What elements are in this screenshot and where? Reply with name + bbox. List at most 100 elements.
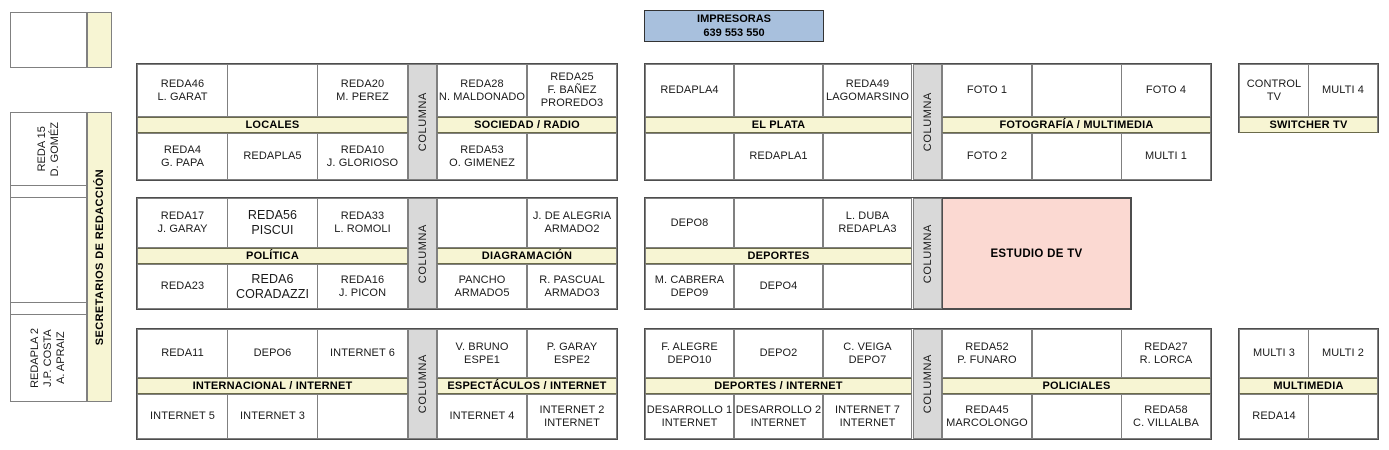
cell-multimedia-bottom-2[interactable] [1308, 394, 1378, 439]
cell-line-1: REDA28 [460, 77, 504, 90]
cell-reda14[interactable]: REDA14 [1239, 394, 1309, 439]
cell-deportes-top-2[interactable] [734, 198, 823, 248]
columna-strip-row3-left: COLUMNA [408, 329, 437, 439]
sidebar-top-band [87, 12, 112, 68]
cell-depo2[interactable]: DEPO2 [734, 329, 823, 378]
cell-line-2: PISCUI [251, 223, 294, 237]
cell-line-1: REDA16 [340, 273, 385, 286]
cell-deportes-bottom-3[interactable] [823, 264, 912, 309]
cell-policiales-top-2[interactable] [1032, 329, 1122, 378]
cell-reda11[interactable]: REDA11 [137, 329, 228, 378]
cell-line-1: REDA25 [550, 71, 594, 83]
cell-internet-4[interactable]: INTERNET 4 [437, 394, 527, 439]
cell-multi-3[interactable]: MULTI 3 [1239, 329, 1309, 378]
band-label: MULTIMEDIA [1273, 380, 1344, 392]
cell-line-1: INTERNET 2 [539, 403, 605, 416]
band-label: DEPORTES [747, 250, 810, 262]
cell-elplata-bottom-3[interactable] [823, 133, 912, 180]
cell-line-2: MARCOLONGO [946, 416, 1028, 429]
cell-depo8[interactable]: DEPO8 [645, 198, 734, 248]
cell-foto-2[interactable]: FOTO 2 [942, 133, 1032, 180]
cell-reda23[interactable]: REDA23 [137, 264, 228, 309]
columna-strip-row2-right: COLUMNA [913, 198, 942, 309]
cell-foto-1[interactable]: FOTO 1 [942, 64, 1032, 117]
cell-line-1: REDA58 [1144, 403, 1188, 416]
cell-line-2: F. BAÑEZ [547, 84, 597, 96]
cell-foto-top-2[interactable] [1032, 64, 1122, 117]
cell-internet-6[interactable]: INTERNET 6 [317, 329, 408, 378]
cell-line-1: DESARROLLO 2 [735, 403, 822, 416]
sidebar-top-empty-cell[interactable] [10, 12, 87, 68]
cell-multi-2[interactable]: MULTI 2 [1308, 329, 1378, 378]
cell-line-3: PROREDO3 [540, 97, 604, 109]
cell-line-1: MULTI 1 [1144, 150, 1188, 162]
cell-foto-bottom-2[interactable] [1032, 133, 1122, 180]
cell-line-2: INTERNET [839, 416, 896, 429]
band-politica: POLÍTICA [137, 248, 408, 264]
cell-line-1: REDA52 [965, 340, 1009, 353]
cell-locales-top-2[interactable] [227, 64, 318, 117]
cell-policiales-bottom-2[interactable] [1032, 394, 1122, 439]
sidebar-reda15-l2: D. GOMÉZ [48, 121, 61, 177]
cell-internacional-bottom-3[interactable] [317, 394, 408, 439]
cell-line-1: R. PASCUAL [539, 273, 605, 286]
estudio-de-tv-block[interactable]: ESTUDIO DE TV [942, 198, 1131, 309]
cell-redapla1[interactable]: REDAPLA1 [734, 133, 823, 180]
band-locales: LOCALES [137, 117, 408, 133]
cell-diagramacion-top-1[interactable] [437, 198, 527, 248]
cell-elplata-bottom-1[interactable] [645, 133, 734, 180]
cell-redapla4[interactable]: REDAPLA4 [645, 64, 734, 117]
cell-multi-4[interactable]: MULTI 4 [1308, 64, 1378, 117]
cell-internet-5[interactable]: INTERNET 5 [137, 394, 228, 439]
cell-control-tv[interactable]: CONTROL TV [1239, 64, 1309, 117]
cell-multi-1[interactable]: MULTI 1 [1121, 133, 1211, 180]
cell-depo6[interactable]: DEPO6 [227, 329, 318, 378]
cell-redapla5[interactable]: REDAPLA5 [227, 133, 318, 180]
cell-line-1: REDAPLA5 [243, 150, 302, 162]
cell-sociedad-bottom-2[interactable] [527, 133, 617, 180]
cell-elplata-top-2[interactable] [734, 64, 823, 117]
cell-depo4[interactable]: DEPO4 [734, 264, 823, 309]
cell-foto-4[interactable]: FOTO 4 [1121, 64, 1211, 117]
cell-line-1: REDA6 [251, 271, 294, 286]
sidebar-redapla2-l1: REDAPLA 2 [29, 328, 41, 388]
cell-line-1: L. DUBA [845, 210, 890, 222]
cell-internet-3[interactable]: INTERNET 3 [227, 394, 318, 439]
cell-line-2: INTERNET [544, 416, 600, 429]
sidebar-redapla2-l2: J.P. COSTA [42, 329, 54, 387]
band-label: POLÍTICA [246, 250, 299, 262]
sidebar-cell-empty-large[interactable] [10, 197, 87, 303]
